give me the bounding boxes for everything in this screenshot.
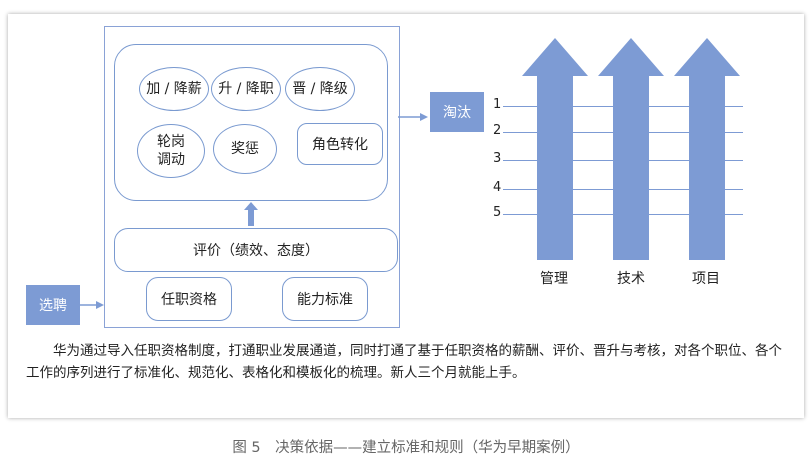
career-channel-arrows	[522, 38, 740, 260]
figure-caption: 图 5 决策依据——建立标准和规则（华为早期案例）	[232, 440, 580, 456]
ability-standard-box: 能力标准	[282, 277, 368, 321]
level-label-2: 2	[493, 123, 502, 138]
technical-channel-arrow	[598, 38, 664, 260]
channel-label-management: 管理	[540, 271, 568, 287]
level-line-2	[503, 132, 743, 133]
grade-oval: 晋 / 降级	[285, 67, 355, 111]
eliminate-arrow-icon	[398, 113, 428, 121]
salary-oval: 加 / 降薪	[139, 67, 209, 111]
eliminate-box: 淘汰	[430, 92, 484, 132]
level-label-4: 4	[493, 180, 502, 195]
up-arrow-icon	[244, 202, 258, 226]
channel-label-technical: 技术	[617, 271, 645, 287]
rotation-oval: 轮岗 调动	[137, 124, 205, 178]
recruit-box: 选聘	[26, 285, 80, 325]
level-label-1: 1	[493, 97, 502, 112]
level-line-5	[503, 214, 743, 215]
level-line-4	[503, 189, 743, 190]
position-oval: 升 / 降职	[211, 67, 281, 111]
description-paragraph: 华为通过导入任职资格制度，打通职业发展通道，同时打通了基于任职资格的薪酬、评价、…	[26, 343, 782, 381]
level-line-1	[503, 106, 743, 107]
project-channel-arrow	[674, 38, 740, 260]
evaluation-box: 评价（绩效、态度）	[114, 228, 398, 272]
reward-oval: 奖惩	[213, 124, 277, 174]
channel-label-project: 项目	[692, 271, 720, 287]
level-label-3: 3	[493, 151, 502, 166]
level-line-3	[503, 160, 743, 161]
qualification-box: 任职资格	[146, 277, 232, 321]
recruit-arrow-icon	[80, 301, 104, 309]
role-change-box: 角色转化	[297, 123, 383, 165]
management-channel-arrow	[522, 38, 588, 260]
level-label-5: 5	[493, 205, 502, 220]
